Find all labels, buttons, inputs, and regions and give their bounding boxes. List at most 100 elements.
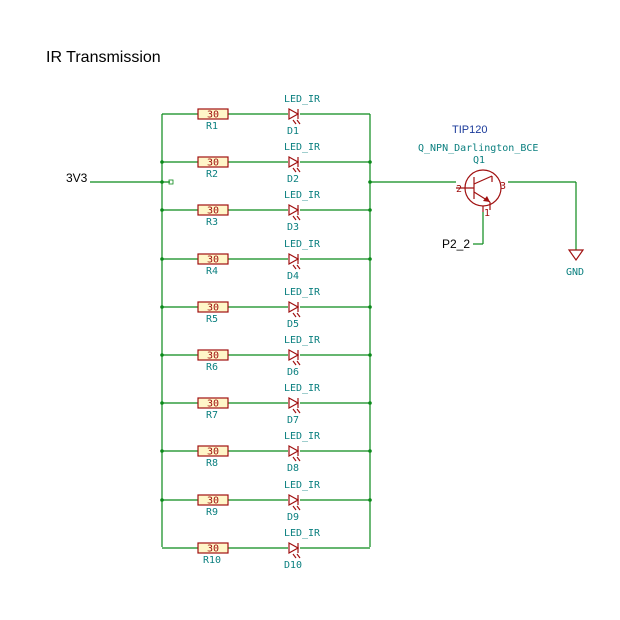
resistor-ref: R10 <box>203 555 221 566</box>
net-p2-2: P2_2 <box>442 212 484 251</box>
led-ref: D9 <box>287 512 299 523</box>
resistor-value: 30 <box>207 110 219 121</box>
led-value: LED_IR <box>284 94 321 105</box>
led-emission-arrow-1 <box>292 456 297 462</box>
junction-left <box>160 305 164 309</box>
junction-left <box>160 160 164 164</box>
junction-input <box>160 180 164 184</box>
led-emission-arrow-2 <box>296 167 301 173</box>
led-value: LED_IR <box>284 480 321 491</box>
led-value: LED_IR <box>284 142 321 153</box>
resistor-value: 30 <box>207 255 219 266</box>
net-label-3v3: 3V3 <box>66 171 88 185</box>
led-ref: D1 <box>287 126 299 137</box>
led-emission-arrow-2 <box>296 360 301 366</box>
resistor-body <box>197 542 229 554</box>
resistor-ref: R8 <box>206 458 218 469</box>
led-emission-arrow-1 <box>292 167 297 173</box>
led-value: LED_IR <box>284 335 321 346</box>
resistor-value: 30 <box>207 399 219 410</box>
led-triangle <box>288 348 300 362</box>
led-emission-arrow-2 <box>296 553 301 559</box>
junction-left <box>160 449 164 453</box>
led-emission-arrow-1 <box>292 215 297 221</box>
junction-left <box>160 498 164 502</box>
resistor-body <box>197 204 229 216</box>
resistor-ref: R2 <box>206 169 218 180</box>
led-ref: D3 <box>287 222 299 233</box>
led-triangle <box>288 493 300 507</box>
led-emission-arrow-2 <box>296 119 301 125</box>
resistor-ref: R4 <box>206 266 218 277</box>
ground-label: GND <box>566 267 584 278</box>
junction-right <box>368 353 372 357</box>
led-triangle <box>288 107 300 121</box>
junction-right <box>368 160 372 164</box>
led-triangle <box>288 541 300 555</box>
transistor-pin-collector-label: 1 <box>484 208 490 219</box>
led-triangle <box>288 396 300 410</box>
led-ref: D8 <box>287 463 299 474</box>
junction-left <box>160 353 164 357</box>
net-gnd: GND <box>508 181 585 278</box>
led-ref: D7 <box>287 415 299 426</box>
transistor-ref: Q1 <box>473 155 485 166</box>
led-emission-arrow-1 <box>292 360 297 366</box>
led-emission-arrow-1 <box>292 312 297 318</box>
led-emission-arrow-2 <box>296 215 301 221</box>
led-emission-arrow-1 <box>292 505 297 511</box>
led-value: LED_IR <box>284 287 321 298</box>
resistor-body <box>197 108 229 120</box>
led-ref: D2 <box>287 174 299 185</box>
junction-left <box>160 257 164 261</box>
resistor-ref: R7 <box>206 410 218 421</box>
led-ref: D6 <box>287 367 299 378</box>
led-triangle <box>288 252 300 266</box>
led-emission-arrow-2 <box>296 408 301 414</box>
transistor-pin-emitter-label: 3 <box>500 181 506 192</box>
net-3v3: 3V3 <box>66 171 174 185</box>
led-emission-arrow-1 <box>292 119 297 125</box>
led-ref: D4 <box>287 271 299 282</box>
transistor-part: TIP120 <box>452 124 487 136</box>
led-triangle <box>288 203 300 217</box>
resistor-body <box>197 445 229 457</box>
resistor-body <box>197 156 229 168</box>
resistor-body <box>197 301 229 313</box>
led-value: LED_IR <box>284 239 321 250</box>
led-emission-arrow-2 <box>296 456 301 462</box>
led-emission-arrow-1 <box>292 408 297 414</box>
led-value: LED_IR <box>284 528 321 539</box>
junction-right <box>368 208 372 212</box>
transistor-pin-base-label: 2 <box>456 184 462 195</box>
resistor-ref: R1 <box>206 121 218 132</box>
resistor-body <box>197 397 229 409</box>
led-ref: D10 <box>284 560 302 571</box>
junction-right <box>368 401 372 405</box>
resistor-ref: R9 <box>206 507 218 518</box>
resistor-value: 30 <box>207 447 219 458</box>
resistor-value: 30 <box>207 206 219 217</box>
transistor-model: Q_NPN_Darlington_BCE <box>418 143 538 154</box>
led-value: LED_IR <box>284 383 321 394</box>
led-ref: D5 <box>287 319 299 330</box>
resistor-value: 30 <box>207 303 219 314</box>
resistor-value: 30 <box>207 496 219 507</box>
ground-symbol <box>567 249 585 262</box>
resistor-value: 30 <box>207 158 219 169</box>
junction-right <box>368 449 372 453</box>
led-value: LED_IR <box>284 431 321 442</box>
transistor-emitter-arrow <box>483 196 490 202</box>
resistor-ref: R5 <box>206 314 218 325</box>
